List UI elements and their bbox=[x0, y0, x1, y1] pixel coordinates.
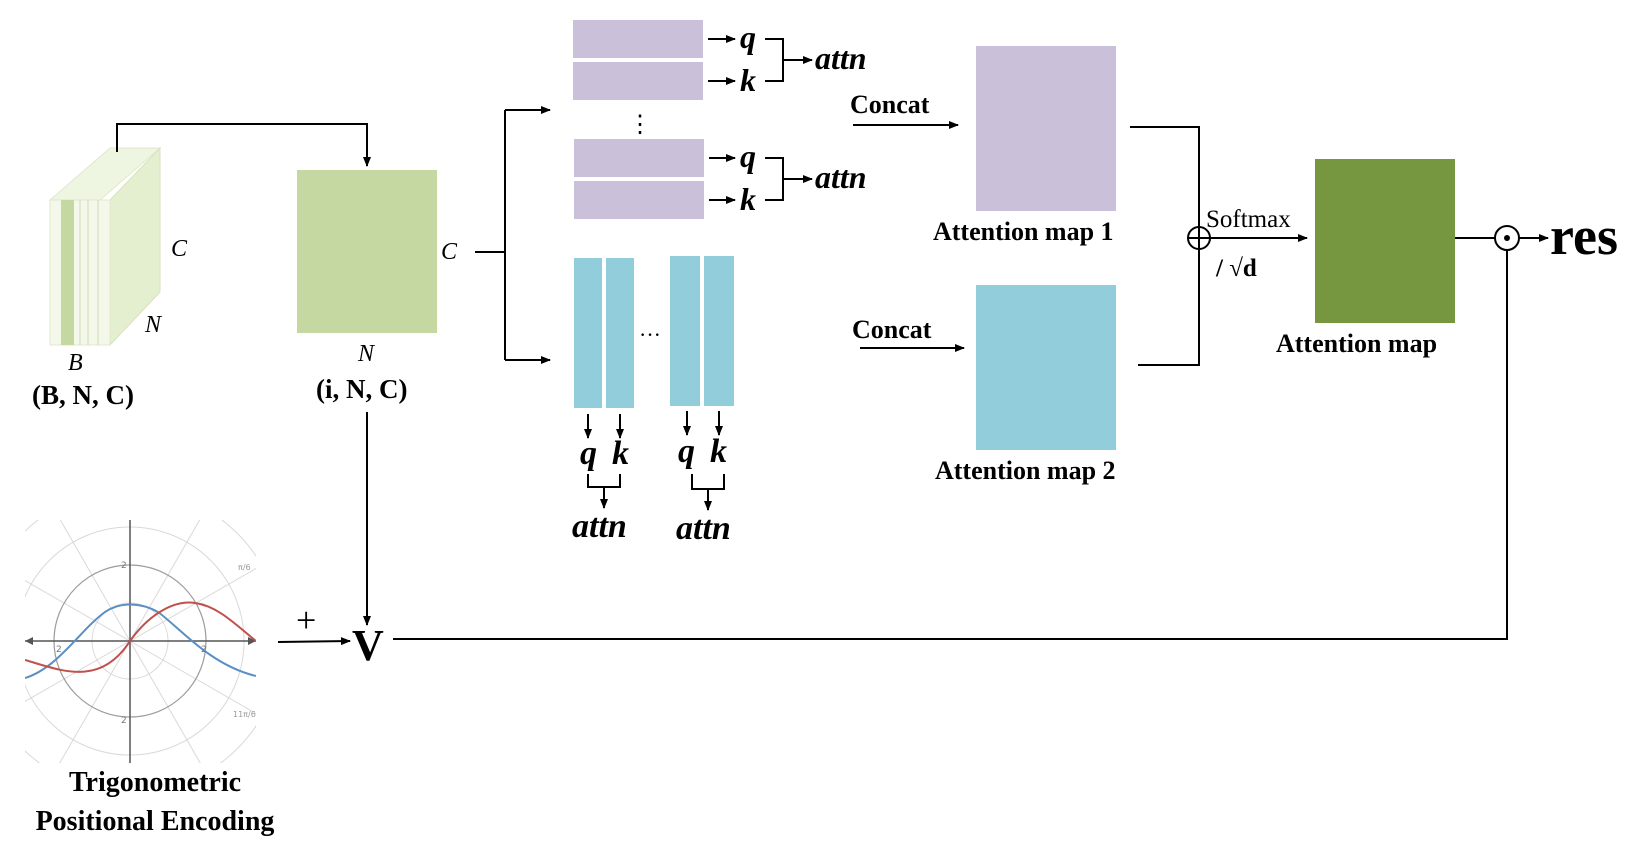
k-label-1: k bbox=[740, 62, 756, 98]
scale-label: / √d bbox=[1215, 255, 1257, 282]
k-label-3: k bbox=[612, 435, 629, 472]
q-label-1: q bbox=[740, 19, 756, 55]
value-to-output-line bbox=[393, 250, 1508, 640]
projected-dim-n: N bbox=[357, 341, 376, 367]
qk-columns-group-bottom bbox=[574, 256, 734, 408]
concat-label-1: Concat bbox=[850, 90, 930, 119]
svg-text:2: 2 bbox=[121, 561, 127, 571]
q-label-2: q bbox=[740, 138, 756, 174]
svg-text:π/6: π/6 bbox=[238, 563, 251, 572]
attention-map-1-label: Attention map 1 bbox=[933, 217, 1114, 246]
input-dim-b: B bbox=[68, 350, 83, 376]
qk-rows-group-top bbox=[573, 20, 704, 219]
svg-text:2: 2 bbox=[121, 716, 127, 726]
attn-label-4: attn bbox=[676, 510, 731, 547]
attn-label-3: attn bbox=[572, 508, 627, 545]
projected-shape-label: (i, N, C) bbox=[316, 374, 407, 404]
input-dim-n: N bbox=[144, 312, 163, 338]
encoding-add-arrow bbox=[277, 637, 351, 646]
plus-label: + bbox=[296, 600, 316, 640]
input-dim-c: C bbox=[171, 236, 188, 262]
horizontal-ellipsis: ··· bbox=[639, 322, 661, 347]
svg-text:11π/6: 11π/6 bbox=[233, 710, 256, 719]
input-shape-label: (B, N, C) bbox=[32, 380, 134, 410]
attn-label-1: attn bbox=[815, 40, 867, 76]
k-label-2: k bbox=[740, 181, 756, 217]
final-attention-map-label: Attention map bbox=[1276, 329, 1437, 358]
encoding-title-line1: Trigonometric bbox=[69, 767, 241, 798]
add-operator-icon bbox=[1187, 226, 1211, 250]
svg-text:2: 2 bbox=[56, 645, 62, 655]
k-label-4: k bbox=[710, 433, 727, 470]
concat-label-2: Concat bbox=[852, 315, 932, 344]
qk-arrows-top bbox=[708, 35, 813, 204]
split-connector bbox=[475, 106, 551, 364]
multiply-operator-icon bbox=[1494, 225, 1520, 251]
q-label-3: q bbox=[580, 435, 597, 472]
encoding-title-line2: Positional Encoding bbox=[36, 806, 275, 837]
skip-arrow bbox=[116, 123, 371, 167]
qk-arrows-bottom bbox=[584, 411, 725, 511]
projected-dim-c: C bbox=[441, 239, 458, 265]
softmax-label: Softmax bbox=[1206, 206, 1291, 233]
vertical-ellipsis: ⋮ bbox=[628, 112, 652, 138]
result-label: res bbox=[1550, 206, 1618, 266]
attn-label-2: attn bbox=[815, 159, 867, 195]
svg-text:2: 2 bbox=[201, 645, 207, 655]
attention-map-2-label: Attention map 2 bbox=[935, 456, 1116, 485]
value-label: V bbox=[352, 621, 384, 670]
attention-map-2 bbox=[976, 285, 1116, 450]
positional-encoding-plot: 2 2 2 2 π/6 11π/6 bbox=[25, 520, 256, 763]
attention-map-1 bbox=[976, 46, 1116, 211]
final-attention-map bbox=[1315, 159, 1455, 323]
projected-tensor bbox=[297, 170, 437, 333]
q-label-4: q bbox=[678, 433, 695, 470]
input-tensor bbox=[48, 146, 162, 347]
